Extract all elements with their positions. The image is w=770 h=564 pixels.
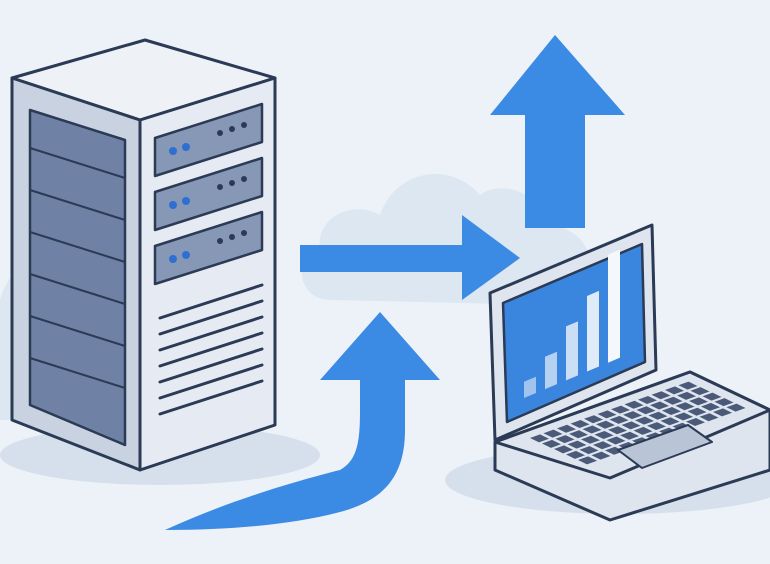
keyboard-key xyxy=(579,446,599,455)
led-icon xyxy=(182,197,190,205)
keyboard-key xyxy=(726,403,746,412)
chart-bar xyxy=(608,249,620,363)
arrow-up-icon xyxy=(490,35,625,228)
keyboard-key xyxy=(648,411,668,420)
keyboard-key xyxy=(623,411,642,420)
keyboard-key xyxy=(713,408,732,417)
keyboard-key xyxy=(689,397,708,406)
keyboard-key xyxy=(557,424,576,433)
keyboard-key xyxy=(636,406,656,415)
keyboard-key xyxy=(605,446,624,455)
chart-bar xyxy=(587,290,599,372)
chart-bar xyxy=(566,321,578,381)
keyboard-key xyxy=(591,451,611,460)
chart-bar xyxy=(524,376,536,398)
keyboard-key xyxy=(677,391,696,400)
led-icon xyxy=(169,255,177,263)
trackpad xyxy=(617,424,713,469)
led-icon xyxy=(169,201,177,209)
keyboard-key xyxy=(690,387,710,396)
keyboard-key xyxy=(609,415,629,424)
keyboard-key xyxy=(554,445,573,454)
server-rack-icon xyxy=(10,38,277,472)
keyboard-key xyxy=(701,402,720,411)
keyboard-key xyxy=(611,405,630,414)
led-icon xyxy=(182,143,190,151)
keyboard-key xyxy=(650,401,669,410)
keyboard-key xyxy=(581,435,600,444)
keyboard-key xyxy=(555,435,575,444)
keyboard-key xyxy=(635,416,654,425)
keyboard-key xyxy=(584,415,603,424)
keyboard-key xyxy=(647,422,666,431)
keyboard-key xyxy=(582,425,602,434)
keyboard-key xyxy=(687,407,707,416)
keyboard-key xyxy=(570,420,590,428)
drive-bay-2 xyxy=(153,156,264,232)
keyboard-key xyxy=(678,381,698,390)
led-icon xyxy=(182,251,190,259)
chart-bar xyxy=(545,351,557,390)
keyboard-key xyxy=(593,441,612,450)
keyboard-key xyxy=(597,410,617,419)
keyboard-key xyxy=(596,420,615,429)
server-front-vents xyxy=(158,283,264,416)
keyboard-key xyxy=(675,402,695,411)
server-side-panel xyxy=(28,108,127,447)
server-side-slats xyxy=(29,147,126,389)
keyboard-key xyxy=(633,426,653,435)
keyboard-key xyxy=(566,450,585,459)
laptop-icon xyxy=(488,223,770,522)
keyboard-key xyxy=(606,436,626,445)
keyboard-key xyxy=(663,396,683,405)
led-icon xyxy=(169,147,177,155)
keyboard-key xyxy=(651,391,671,400)
keyboard-key xyxy=(662,407,681,415)
drive-bay-1 xyxy=(153,102,264,178)
keyboard-key xyxy=(714,398,734,407)
keyboard-key xyxy=(594,431,614,439)
keyboard-key xyxy=(702,392,722,401)
keyboard-key xyxy=(530,434,549,443)
keyboard-key xyxy=(699,413,719,422)
arrow-right-icon xyxy=(300,215,520,300)
keyboard-key xyxy=(569,430,588,439)
keyboard-key xyxy=(620,431,639,440)
keyboard-key xyxy=(674,412,693,421)
keyboard-key xyxy=(665,386,684,395)
keyboard-key xyxy=(686,418,705,426)
keyboard-key xyxy=(578,456,597,465)
keyboard-key xyxy=(660,417,680,426)
keyboard-key xyxy=(543,429,563,438)
keyboard-key xyxy=(621,421,641,430)
keyboard-key xyxy=(542,439,561,448)
bar-chart-icon xyxy=(524,249,620,398)
keyboard-key xyxy=(638,396,657,404)
keyboard-key xyxy=(608,426,627,435)
keyboard-key xyxy=(567,440,587,449)
arrow-curve-up-icon xyxy=(165,312,440,530)
drive-bay-3 xyxy=(153,210,264,286)
keyboard-key xyxy=(624,400,644,409)
